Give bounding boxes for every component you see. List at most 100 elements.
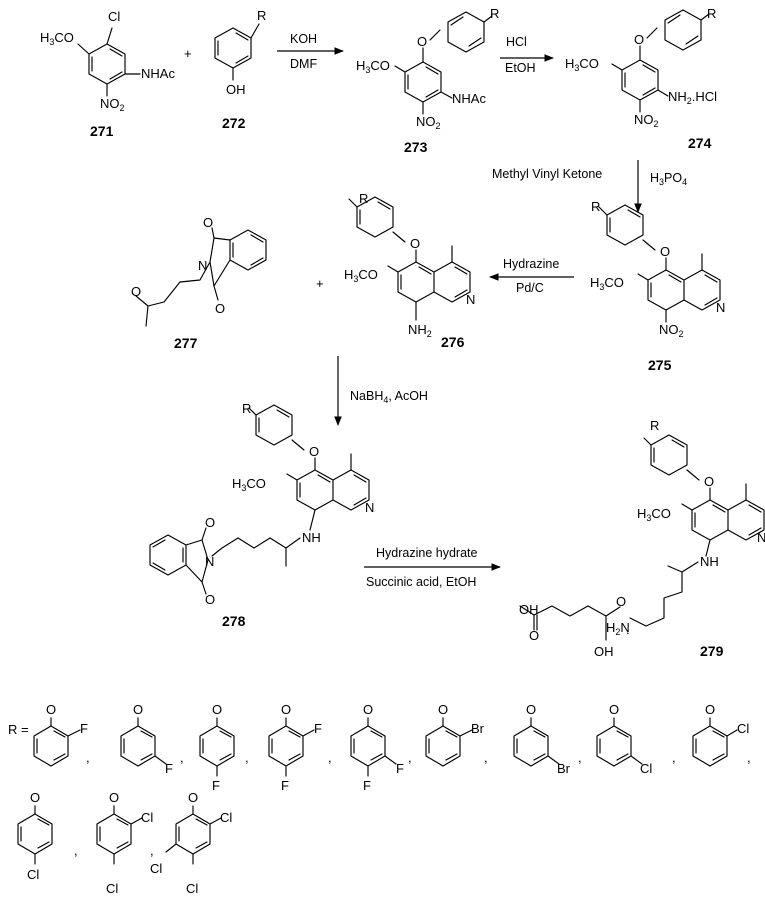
svg-text:F: F [80, 721, 88, 736]
svg-text:O: O [616, 594, 626, 609]
ring-271-double [91, 48, 123, 80]
svg-text:NHAc: NHAc [141, 66, 175, 81]
r-group-2-4-5-trichlorophenoxy: O Cl Cl Cl [150, 790, 232, 896]
svg-text:O: O [634, 32, 644, 47]
compound-279: O N R H3CO NH H2N 279 OH O O OH . [519, 418, 765, 659]
svg-text:NO2: NO2 [659, 322, 684, 339]
svg-text:OH: OH [226, 82, 246, 97]
svg-text:H3PO4: H3PO4 [650, 171, 687, 187]
svg-text:NH2: NH2 [408, 322, 432, 339]
svg-text:H2N: H2N [606, 620, 630, 637]
svg-text:276: 276 [441, 334, 465, 350]
r-group-4-fluorophenoxy: O F , [199, 702, 249, 793]
compound-275: O N R H3CO NO2 275 [590, 199, 725, 373]
svg-text:F: F [314, 721, 322, 736]
svg-text:NO2: NO2 [100, 96, 125, 113]
svg-text:NH: NH [302, 530, 321, 545]
svg-text:O: O [133, 702, 143, 717]
r-group-4-chlorophenoxy: O Cl , [17, 790, 78, 882]
svg-text:R =: R = [8, 722, 29, 737]
svg-text:F: F [281, 778, 289, 793]
svg-text:Cl: Cl [108, 9, 120, 24]
compound-278: O N R H3CO NH O O N 278 [149, 401, 374, 629]
svg-text:,: , [245, 750, 249, 765]
svg-text:DMF: DMF [290, 57, 317, 71]
svg-text:,: , [150, 843, 154, 858]
svg-text:R: R [242, 401, 251, 416]
svg-text:O: O [212, 702, 222, 717]
svg-text:O: O [363, 702, 373, 717]
svg-text:,: , [747, 750, 751, 765]
svg-text:Cl: Cl [106, 881, 118, 896]
svg-text:Cl: Cl [141, 810, 153, 825]
svg-text:N: N [466, 292, 475, 307]
svg-text:OH: OH [594, 644, 614, 659]
svg-text:F: F [363, 778, 371, 793]
svg-text:R: R [707, 6, 716, 21]
svg-text:R: R [490, 6, 499, 21]
compound-273: O R H3CO NHAc NO2 273 [356, 6, 499, 155]
svg-text:Cl: Cl [220, 810, 232, 825]
svg-text:O: O [205, 515, 215, 530]
svg-text:R: R [359, 191, 368, 206]
svg-text:O: O [526, 702, 536, 717]
svg-text:277: 277 [174, 335, 198, 351]
svg-text:273: 273 [404, 139, 428, 155]
svg-text:,: , [180, 750, 184, 765]
svg-text:R: R [591, 199, 600, 214]
succinic-acid-chain [533, 605, 607, 617]
svg-text:N: N [716, 300, 725, 315]
svg-text:O: O [131, 284, 141, 299]
svg-text:N: N [757, 530, 765, 545]
svg-text:O: O [705, 702, 715, 717]
svg-text:NHAc: NHAc [452, 91, 486, 106]
svg-text:O: O [309, 444, 319, 459]
compound-272: R OH 272 [214, 8, 266, 131]
plus-sign: + [184, 46, 192, 61]
svg-text:271: 271 [90, 123, 114, 139]
svg-text:275: 275 [648, 357, 672, 373]
svg-text:HCl: HCl [506, 35, 527, 49]
svg-text:NH2.HCl: NH2.HCl [668, 89, 717, 106]
svg-text:F: F [396, 761, 404, 776]
svg-text:NO2: NO2 [634, 112, 659, 129]
svg-text:Cl: Cl [737, 721, 749, 736]
svg-text:,: , [578, 750, 582, 765]
svg-text:,: , [328, 750, 332, 765]
svg-text:O: O [281, 702, 291, 717]
svg-text:278: 278 [222, 613, 246, 629]
svg-text:O: O [30, 790, 40, 805]
r-group-2-4-dichlorophenoxy: O Cl Cl , [96, 790, 154, 896]
svg-text:EtOH: EtOH [505, 61, 536, 75]
svg-text:H3CO: H3CO [344, 267, 378, 284]
svg-text:272: 272 [222, 115, 246, 131]
svg-text:H3CO: H3CO [356, 58, 390, 75]
svg-text:H3CO: H3CO [565, 56, 599, 73]
r-group-3-chlorophenoxy: O Cl , [596, 702, 676, 776]
r-group-3-bromophenoxy: O Br , [513, 702, 582, 776]
svg-text:Hydrazine hydrate: Hydrazine hydrate [376, 546, 477, 560]
svg-text:O: O [203, 215, 213, 230]
svg-text:NH: NH [700, 554, 719, 569]
compound-274: O R H3CO NH2.HCl NO2 274 [565, 6, 717, 151]
svg-text:R: R [650, 418, 659, 433]
svg-text:KOH: KOH [290, 32, 317, 46]
r-group-3-4-difluorophenoxy: O F F , [350, 702, 412, 793]
svg-text:O: O [417, 34, 427, 49]
svg-text:Cl: Cl [27, 867, 39, 882]
svg-text:Methyl Vinyl Ketone: Methyl Vinyl Ketone [492, 167, 602, 181]
svg-text:R: R [257, 8, 266, 23]
compound-271: Cl H3CO NHAc NO2 271 [40, 9, 175, 139]
svg-text:Cl: Cl [640, 761, 652, 776]
r-group-2-4-difluorophenoxy: O F F , [268, 702, 332, 793]
svg-text:.: . [626, 622, 630, 637]
r-group-2-bromophenoxy: O Br , [425, 702, 488, 767]
svg-text:O: O [205, 592, 215, 607]
r-group-2-chlorophenoxy: O Cl , [692, 702, 751, 767]
svg-text:O: O [109, 790, 119, 805]
compound-277: O O N O 277 [131, 215, 267, 351]
plus-sign-2: + [316, 276, 324, 291]
svg-text:O: O [660, 244, 670, 259]
svg-text:,: , [408, 750, 412, 765]
